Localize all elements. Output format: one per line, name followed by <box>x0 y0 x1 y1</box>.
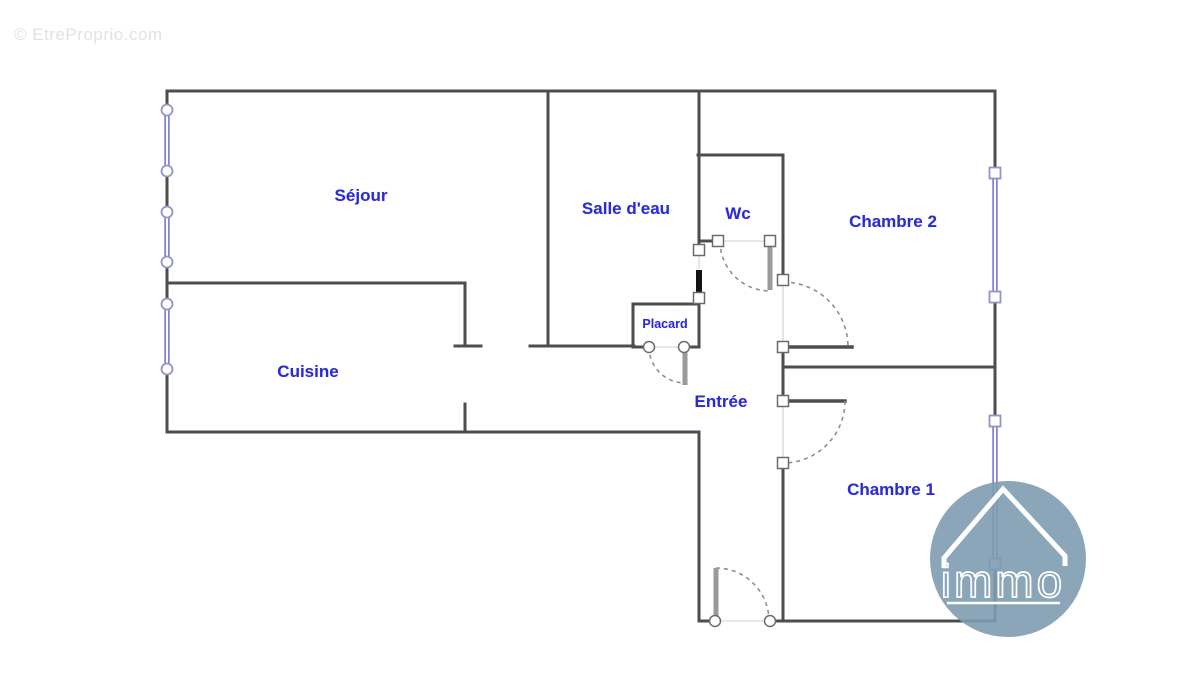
logo-text: immo <box>941 555 1065 607</box>
room-label-chambre2: Chambre 2 <box>849 212 937 231</box>
room-label-salle-deau: Salle d'eau <box>581 199 671 218</box>
door-arc-wc <box>719 240 771 292</box>
door-arc-chambre1 <box>782 400 846 464</box>
room-label-cuisine: Cuisine <box>277 362 339 381</box>
door-arc-entrance <box>715 567 770 622</box>
room-label-placard: Placard <box>642 317 688 331</box>
door-arcs <box>648 240 849 622</box>
house-roof-icon <box>941 485 1068 568</box>
logo-badge: immo <box>930 481 1086 637</box>
room-label-entree: Entrée <box>694 392 748 411</box>
door-arc-placard <box>648 346 686 384</box>
walls <box>165 89 997 623</box>
door-arc-chambre2 <box>782 281 849 348</box>
room-label-wc: Wc <box>725 204 751 223</box>
room-label-chambre1: Chambre 1 <box>847 480 935 499</box>
door-jambs <box>642 234 790 628</box>
window-endpoints <box>160 103 1002 571</box>
room-label-sejour: Séjour <box>334 186 388 205</box>
logo-circle <box>930 481 1086 637</box>
door-leaves <box>682 243 773 619</box>
watermark: © EtreProprio.com <box>14 25 163 44</box>
